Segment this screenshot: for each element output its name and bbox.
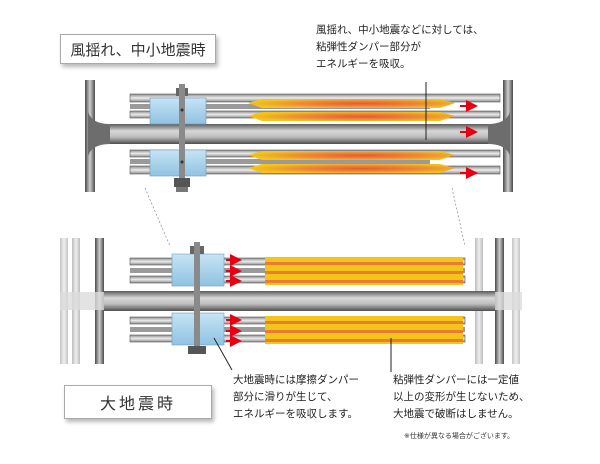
viscoelastic-note-line: 粘弾性ダンパー部分が [316, 41, 421, 53]
friction-pad-top-upper [149, 97, 207, 125]
friction-note-line: 大地震時には摩擦ダンパー [233, 374, 359, 386]
small-quake-label: 風揺れ、中小地震時 [60, 34, 216, 64]
viscoelastic-note-line: エネルギーを吸収。 [316, 58, 411, 70]
friction-note: 大地震時には摩擦ダンパー 部分に滑りが生じて、 エネルギーを吸収します。 [233, 372, 359, 423]
top-damper-assembly [85, 80, 513, 192]
viscoelastic-top-lower [248, 151, 455, 160]
spec-footnote: ※仕様が異なる場合がございます。 [404, 432, 515, 440]
friction-note-line: 部分に滑りが生じて、 [233, 391, 338, 403]
viscoelastic-note: 風揺れ、中小地震などに対しては、 粘弾性ダンパー部分が エネルギーを吸収。 [316, 22, 484, 73]
no-rupture-note-line: 粘弾性ダンパーには一定値 [393, 374, 519, 386]
no-rupture-note-line: 以上の変形が生じないため、 [393, 391, 530, 403]
main-beam-bottom [104, 291, 495, 311]
no-rupture-note: 粘弾性ダンパーには一定値 以上の変形が生じないため、 大地震で破断はしません。 [393, 372, 530, 423]
bottom-damper-assembly [60, 238, 522, 372]
no-rupture-note-line: 大地震で破断はしません。 [393, 408, 519, 420]
main-beam-top [95, 124, 503, 144]
small-quake-label-text: 風揺れ、中小地震時 [70, 40, 206, 59]
friction-note-line: エネルギーを吸収します。 [233, 408, 358, 420]
viscoelastic-note-line: 風揺れ、中小地震などに対しては、 [316, 24, 484, 36]
friction-pad-top-lower [149, 149, 207, 177]
viscoelastic-top-upper [248, 99, 455, 108]
large-quake-label-text: 大地震時 [99, 394, 176, 413]
large-quake-label: 大地震時 [64, 385, 212, 419]
